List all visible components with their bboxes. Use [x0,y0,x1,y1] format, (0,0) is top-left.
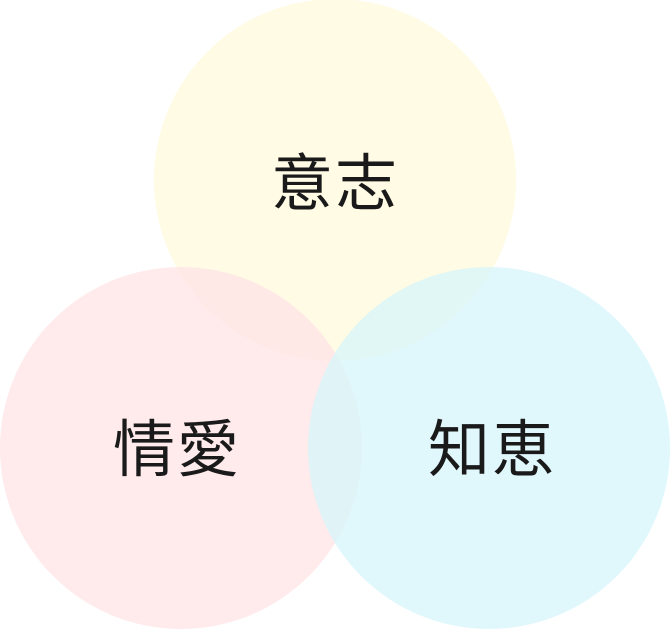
circle-love [0,267,362,629]
circle-will [154,0,516,361]
label-will: 意志 [271,147,399,220]
label-wisdom: 知恵 [428,413,556,486]
label-love: 情愛 [113,413,241,486]
circle-wisdom-shape [308,267,670,629]
circle-love-shape [0,267,362,629]
circle-wisdom [308,267,670,629]
circle-will-shape [154,0,516,361]
